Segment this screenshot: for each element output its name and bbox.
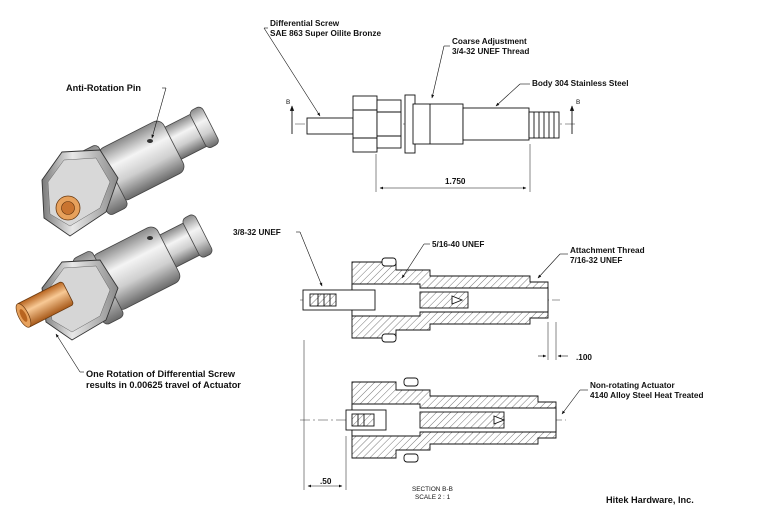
label-coarse-adjustment: Coarse Adjustment: [452, 37, 527, 46]
label-coarse-adjustment-thread: 3/4-32 UNEF Thread: [452, 47, 529, 56]
label-thread-5-16: 5/16-40 UNEF: [432, 240, 484, 249]
section-scale: SCALE 2 : 1: [415, 494, 451, 501]
company-name: Hitek Hardware, Inc.: [606, 495, 694, 505]
label-actuator-material: 4140 Alloy Steel Heat Treated: [590, 391, 703, 400]
render-assembly-lower: [15, 214, 213, 341]
section-marker-right: B: [576, 99, 580, 106]
label-body: Body 304 Stainless Steel: [532, 79, 628, 88]
dim-offset: .50: [320, 477, 332, 486]
label-rotation-note-2: results in 0.00625 travel of Actuator: [86, 380, 241, 390]
section-title: SECTION B-B: [412, 486, 453, 493]
label-attachment-thread-spec: 7/16-32 UNEF: [570, 256, 622, 265]
section-view-extended: [300, 340, 566, 490]
section-marker-left: B: [286, 99, 290, 106]
section-view-retracted: [300, 257, 568, 360]
side-view: [289, 94, 575, 192]
dim-travel: .100: [576, 353, 592, 362]
label-attachment-thread: Attachment Thread: [570, 246, 645, 255]
label-anti-rotation-pin: Anti-Rotation Pin: [66, 83, 141, 93]
label-differential-screw: Differential Screw: [270, 19, 340, 28]
leader-lines: [55, 27, 588, 415]
anti-rotation-pin-hole: [147, 139, 153, 143]
render-assembly-upper: [41, 106, 219, 237]
label-rotation-note-1: One Rotation of Differential Screw: [86, 369, 236, 379]
label-thread-3-8: 3/8-32 UNEF: [233, 228, 281, 237]
label-differential-screw-material: SAE 863 Super Oilite Bronze: [270, 29, 381, 38]
label-actuator: Non-rotating Actuator: [590, 381, 676, 390]
dim-body-length: 1.750: [445, 177, 466, 186]
